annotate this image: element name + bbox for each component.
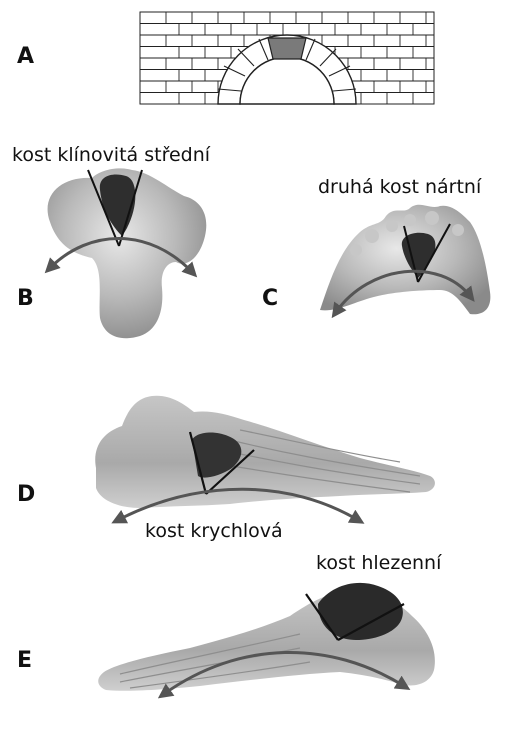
caption-cuboid: kost krychlová (145, 520, 283, 542)
panel-b-bone (48, 168, 207, 338)
panel-label-b: B (17, 286, 34, 311)
panel-d-foot (95, 396, 435, 520)
panel-e-foot (98, 583, 435, 694)
panel-label-c: C (262, 286, 278, 311)
caption-second-metatarsal: druhá kost nártní (318, 176, 481, 198)
caption-talus: kost hlezenní (316, 552, 441, 574)
panel-label-d: D (17, 482, 35, 507)
panel-a-brick-arch (140, 12, 434, 104)
panel-label-a: A (17, 44, 34, 69)
panel-label-e: E (17, 648, 32, 673)
keystone (268, 38, 306, 59)
caption-intermediate-cuneiform: kost klínovitá střední (12, 144, 210, 166)
panel-c-bone (320, 205, 490, 314)
